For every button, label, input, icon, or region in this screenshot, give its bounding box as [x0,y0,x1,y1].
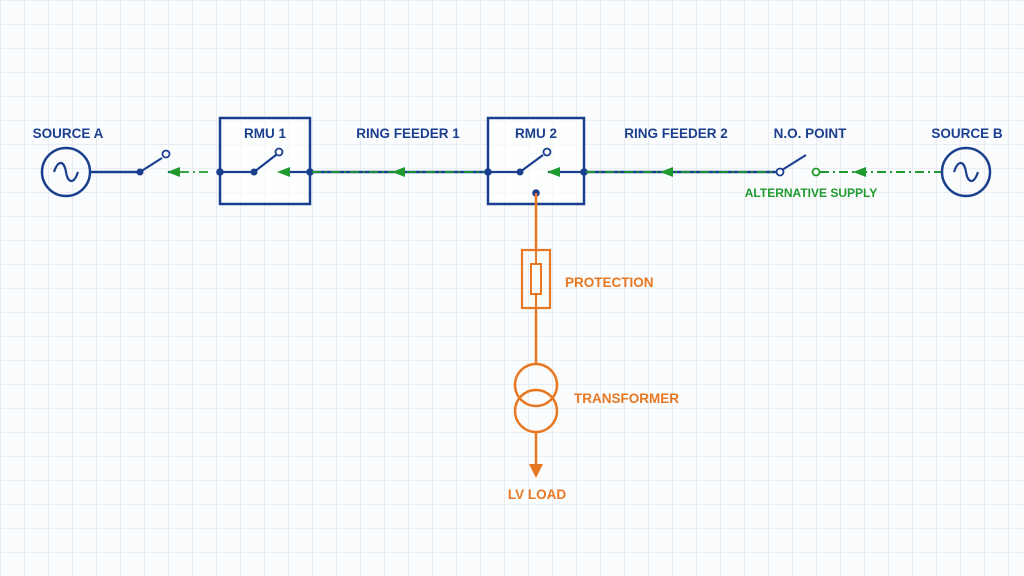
transformer-label: TRANSFORMER [574,391,679,406]
arrow-down-icon [529,464,543,478]
arrow-left-icon [277,167,290,177]
arrow-left-icon [853,167,866,177]
rmu-1-box[interactable] [218,116,312,206]
no-point-label: N.O. POINT [774,126,848,141]
source-b-icon [940,146,992,198]
protection-label: PROTECTION [565,275,654,290]
source-b-label: SOURCE B [931,126,1003,141]
no-point-switch-icon [775,154,821,177]
fuse-icon [520,248,552,310]
source-a-icon [40,146,92,198]
flow-arrows [167,167,866,177]
arrow-left-icon [547,167,560,177]
rmu-2-label: RMU 2 [515,126,557,141]
transformer-icon [513,362,559,434]
ring-feeder-2-label: RING FEEDER 2 [624,126,728,141]
ring-feeder-1-label: RING FEEDER 1 [356,126,460,141]
arrow-left-icon [660,167,673,177]
source-a-label: SOURCE A [33,126,104,141]
rmu-1-label: RMU 1 [244,126,286,141]
arrow-left-icon [167,167,180,177]
alternative-supply-label: ALTERNATIVE SUPPLY [745,186,877,200]
lv-load-label: LV LOAD [508,487,566,502]
arrow-left-icon [392,167,405,177]
